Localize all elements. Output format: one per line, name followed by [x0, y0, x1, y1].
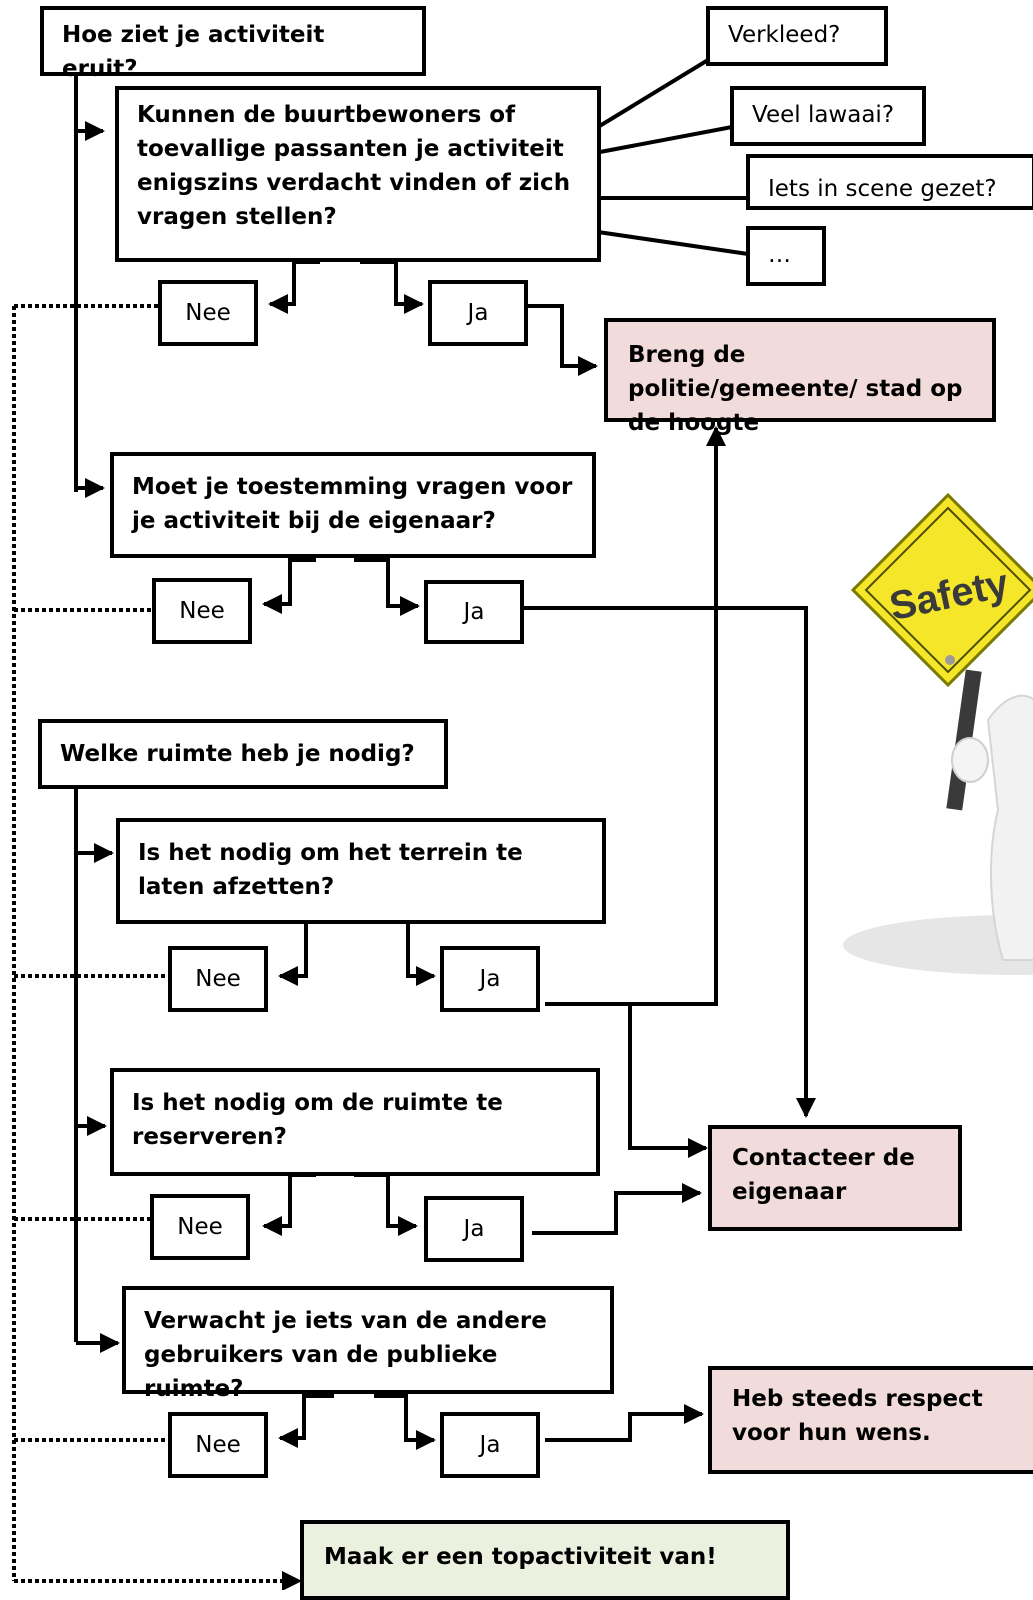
- question-other-users: Verwacht je iets van de andere gebruiker…: [122, 1286, 614, 1402]
- example-noise: Veel lawaai?: [730, 86, 926, 146]
- answer-q5-yes: Ja: [440, 1412, 540, 1478]
- header-space-needed: Welke ruimte heb je nodig?: [38, 719, 448, 789]
- answer-q4-no: Nee: [150, 1194, 250, 1260]
- question-owner-permission: Moet je toestemming vragen voor je activ…: [110, 452, 596, 558]
- answer-q1-yes: Ja: [428, 280, 528, 346]
- example-staged-scene: Iets in scene gezet?: [746, 154, 1033, 210]
- example-costume: Verkleed?: [706, 6, 888, 66]
- example-other: …: [746, 226, 826, 286]
- answer-q1-no: Nee: [158, 280, 258, 346]
- question-suspicious-activity: Kunnen de buurtbewoners of toevallige pa…: [115, 86, 601, 262]
- answer-q3-no: Nee: [168, 946, 268, 1012]
- final-top-activity: Maak er een topactiviteit van!: [300, 1520, 790, 1600]
- answer-q3-yes: Ja: [440, 946, 540, 1012]
- result-respect-wishes: Heb steeds respect voor hun wens.: [708, 1366, 1033, 1474]
- question-reserve-space: Is het nodig om de ruimte te reserveren?: [110, 1068, 600, 1176]
- result-contact-owner: Contacteer de eigenaar: [708, 1125, 962, 1231]
- answer-q5-no: Nee: [168, 1412, 268, 1478]
- question-cordon-off: Is het nodig om het terrein te laten afz…: [116, 818, 606, 924]
- header-activity: Hoe ziet je activiteit eruit?: [40, 6, 426, 82]
- answer-q2-no: Nee: [152, 578, 252, 644]
- safety-figure-illustration: Safety: [843, 492, 1033, 975]
- result-inform-police: Breng de politie/gemeente/ stad op de ho…: [604, 318, 996, 436]
- answer-q2-yes: Ja: [424, 580, 524, 644]
- answer-q4-yes: Ja: [424, 1196, 524, 1262]
